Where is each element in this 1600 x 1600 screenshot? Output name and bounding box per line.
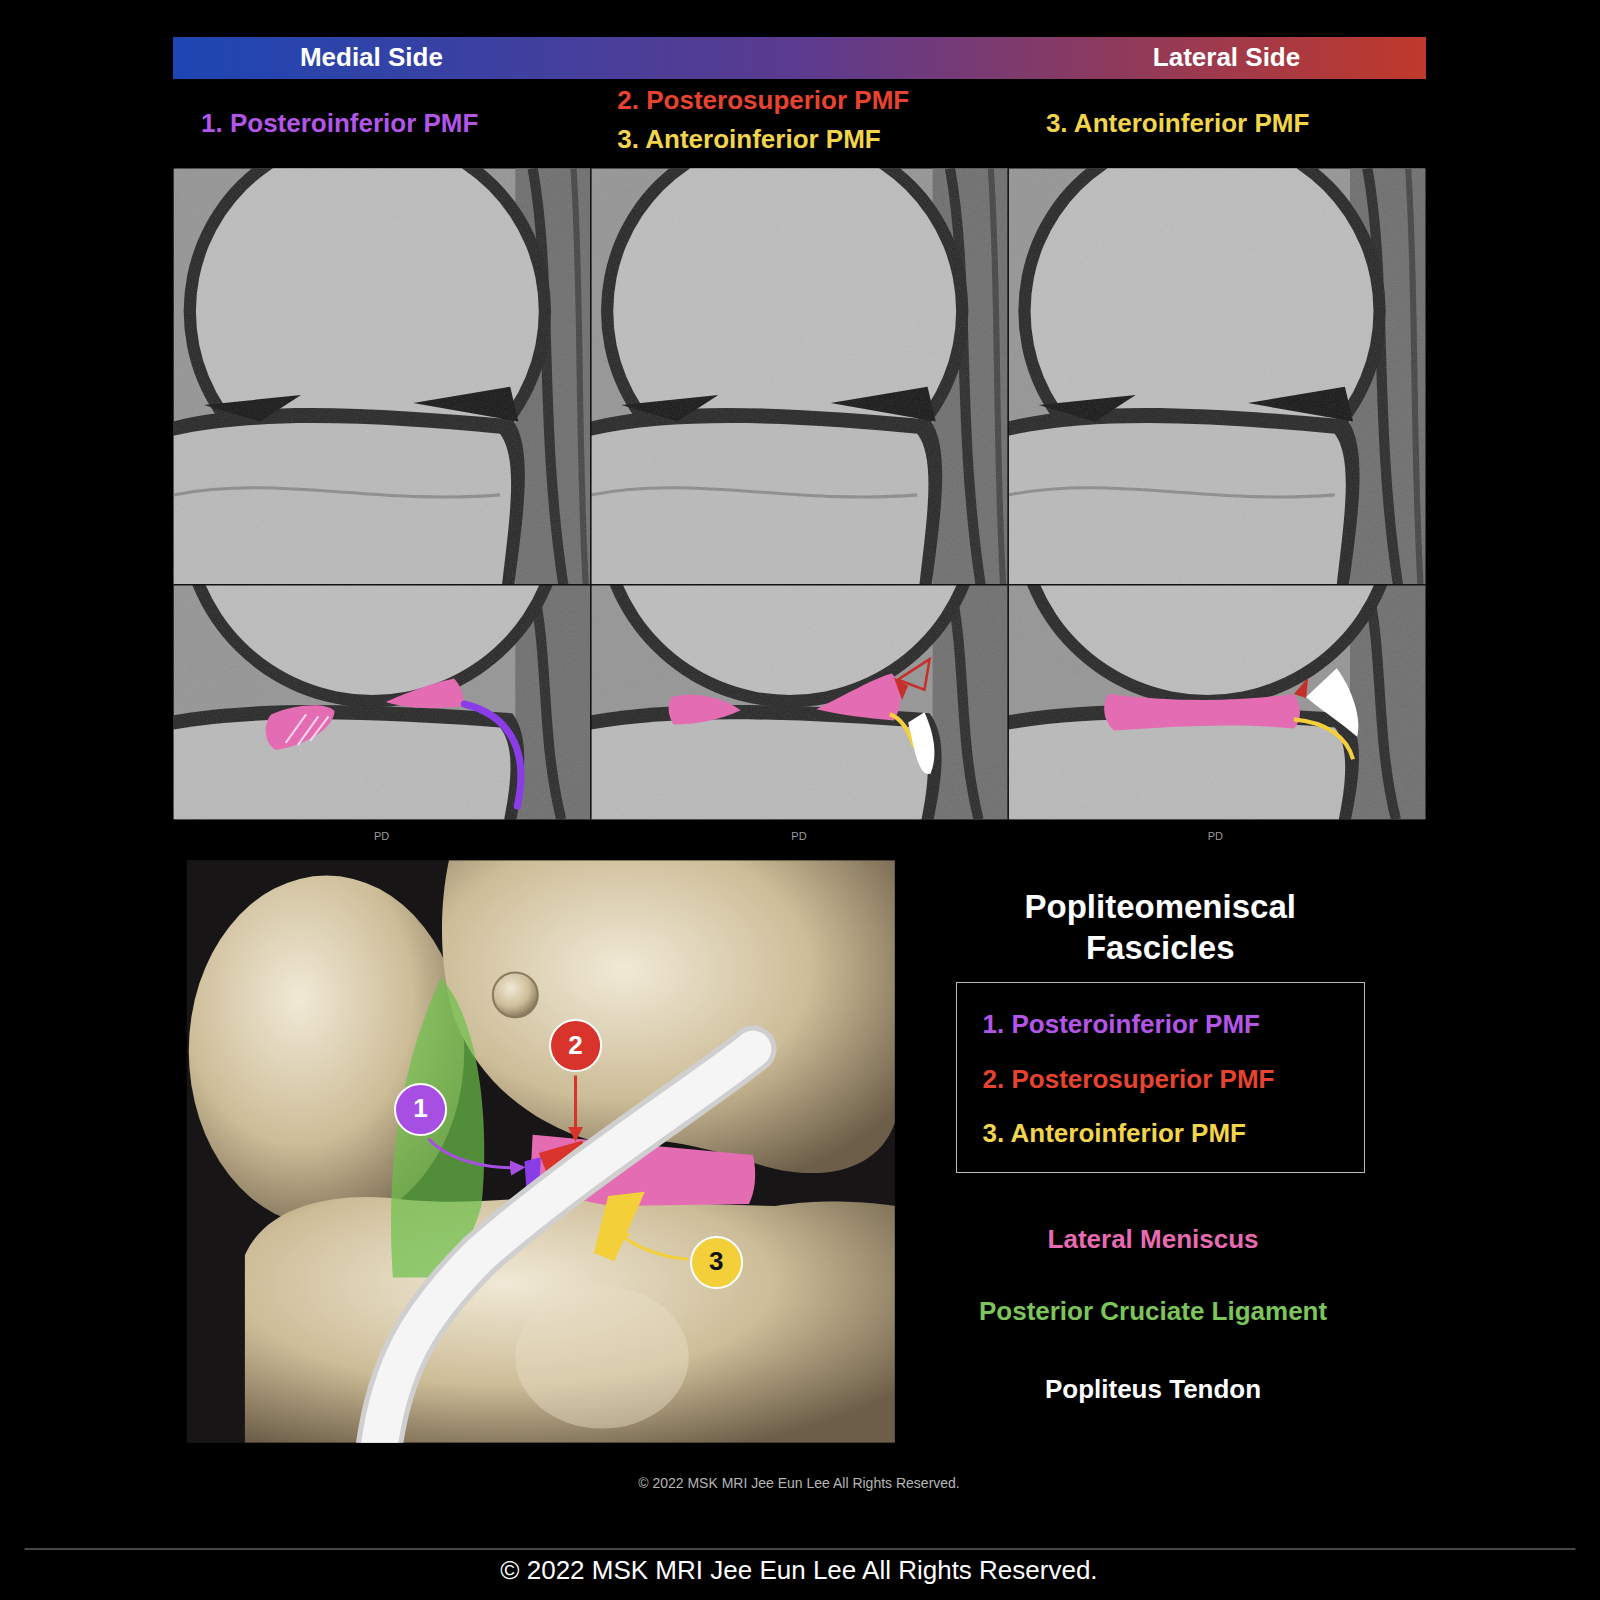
sequence-label: PD [374,830,389,843]
tibial-shading [515,1286,688,1429]
structure-label: Popliteus Tendon [1045,1375,1261,1405]
meniscus-overlay [266,705,335,750]
legend-item: 2. Posterosuperior PMF [983,1065,1275,1095]
anteroinferior-pmf [594,1192,645,1261]
callout-number: 3 [709,1247,723,1277]
meniscus-tear-lines [286,714,329,745]
bone-bump [493,972,538,1017]
leader-arrow [574,1076,577,1139]
legend-item: 1. Posteroinferior PMF [983,1010,1260,1040]
callout-disc [691,1237,742,1288]
legend-box: 1. Posteroinferior PMF 2. Posterosuperior… [956,982,1365,1174]
panel-divider [173,168,1425,819]
side-gradient-bar: Medial Side Lateral Side [173,37,1425,79]
meniscus-overlay [816,673,900,720]
legend-item: 3. Anteroinferior PMF [983,1119,1246,1149]
callout-circle: 3 [689,1235,744,1290]
callout-number: 2 [568,1031,582,1061]
popliteus-tendon [378,1049,754,1443]
copyright-note: © 2022 MSK MRI Jee Eun Lee All Rights Re… [638,1475,960,1491]
sequence-label: PD [791,830,806,843]
callout-number: 1 [413,1094,427,1124]
column-label: 3. Anteroinferior PMF [1046,109,1309,139]
leader-arrow [616,1231,687,1260]
render-ground [187,860,895,1443]
popliteus-tendon [908,712,934,774]
anteroinferior-pmf [1294,719,1353,759]
column-label: 1. Posteroinferior PMF [201,109,478,139]
posterosuperior-pmf [1294,678,1308,698]
posterosuperior-pmf [894,678,908,700]
mri-overlay-medial [266,679,521,807]
popliteus-tendon [1306,668,1358,736]
mri-panels [173,128,1425,820]
sequence-label: PD [1208,830,1223,843]
callout-disc [550,1020,601,1071]
meniscus-overlay [669,695,741,725]
callout-circle: 2 [548,1018,603,1073]
image-grain [173,168,1425,819]
mri-overlay-middle [669,659,935,774]
structure-label: Lateral Meniscus [1048,1225,1259,1255]
side-label: Lateral Side [1153,43,1300,73]
meniscus-overlay [1104,694,1300,731]
mri-overlay-lateral [1104,668,1358,759]
callout-disc [395,1084,446,1135]
copyright-note: © 2022 MSK MRI Jee Eun Lee All Rights Re… [500,1556,1097,1586]
footer-rule [24,1548,1575,1549]
meniscus-overlay [386,679,465,708]
structure-label: Posterior Cruciate Ligament [979,1297,1327,1327]
leader-arrow [429,1139,523,1168]
posteroinferior-pmf [464,704,521,806]
callout-circle: 1 [393,1082,448,1137]
popliteus-tendon [378,1049,754,1443]
knee-3d-render [187,860,895,1459]
column-label: 2. Posterosuperior PMF [617,86,909,116]
tibia [245,1197,895,1443]
column-label: 3. Anteroinferior PMF [617,125,880,155]
figure-title: Popliteomeniscal Fascicles [980,886,1340,969]
side-label: Medial Side [300,43,443,73]
